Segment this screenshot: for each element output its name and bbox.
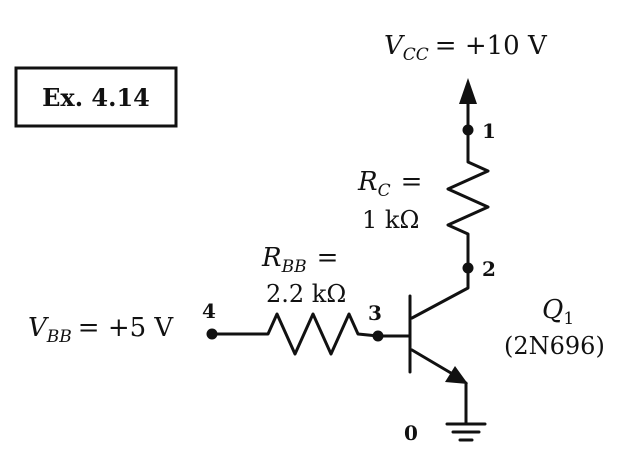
node-2-label: 2 xyxy=(482,257,496,281)
transistor-part-label: (2N696) xyxy=(504,332,605,360)
rc-value-label: 1 kΩ xyxy=(362,206,419,234)
rbb-resistor xyxy=(210,312,380,356)
vcc-label: VCC= +10 V xyxy=(384,31,548,65)
emitter-arrow-icon xyxy=(445,366,468,384)
emitter-wire xyxy=(410,348,458,378)
rbb-value-label: 2.2 kΩ xyxy=(266,280,346,308)
node-0-label: 0 xyxy=(404,421,418,445)
node-4 xyxy=(206,328,218,340)
example-label: Ex. 4.14 xyxy=(14,66,178,128)
rc-name-label: RC= xyxy=(357,167,422,201)
supply-arrow-icon xyxy=(459,78,477,104)
node-1-label: 1 xyxy=(482,119,496,143)
node-4-label: 4 xyxy=(202,299,216,323)
rc-resistor xyxy=(446,128,490,270)
vbb-label: VBB= +5 V xyxy=(28,313,174,347)
node-3-label: 3 xyxy=(368,301,382,325)
transistor-name-label: Q1 xyxy=(542,295,574,329)
collector-wire xyxy=(410,266,470,320)
ground-icon xyxy=(445,422,487,442)
example-label-text: Ex. 4.14 xyxy=(42,83,150,112)
rbb-name-label: RBB= xyxy=(261,243,338,277)
